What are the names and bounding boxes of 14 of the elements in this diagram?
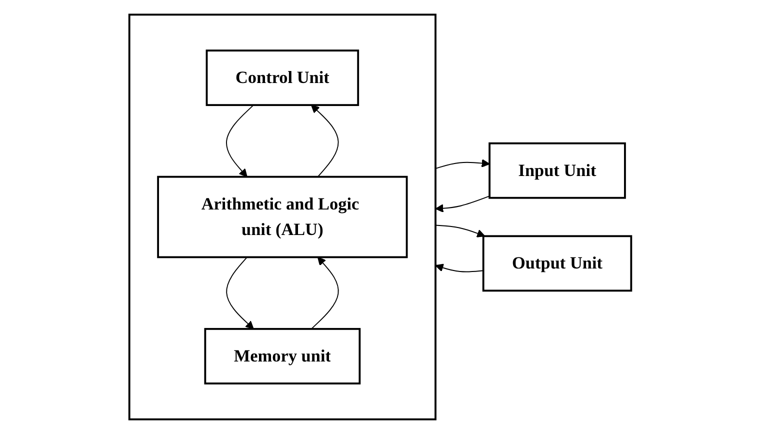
arrow xyxy=(435,264,484,272)
arrow xyxy=(435,159,490,170)
arrow xyxy=(435,224,486,238)
cluster xyxy=(128,14,437,420)
arrow xyxy=(435,196,490,213)
arrow xyxy=(226,256,254,330)
node-box: Control Unit xyxy=(206,50,360,106)
arrow xyxy=(311,104,339,178)
node-box: Output Unit xyxy=(482,235,632,292)
node-box: Memory unit xyxy=(204,328,361,384)
node-box: Arithmetic and Logic unit (ALU) xyxy=(157,176,408,258)
arrow xyxy=(311,256,340,330)
arrow xyxy=(226,104,254,178)
node-box: Input Unit xyxy=(488,142,626,199)
